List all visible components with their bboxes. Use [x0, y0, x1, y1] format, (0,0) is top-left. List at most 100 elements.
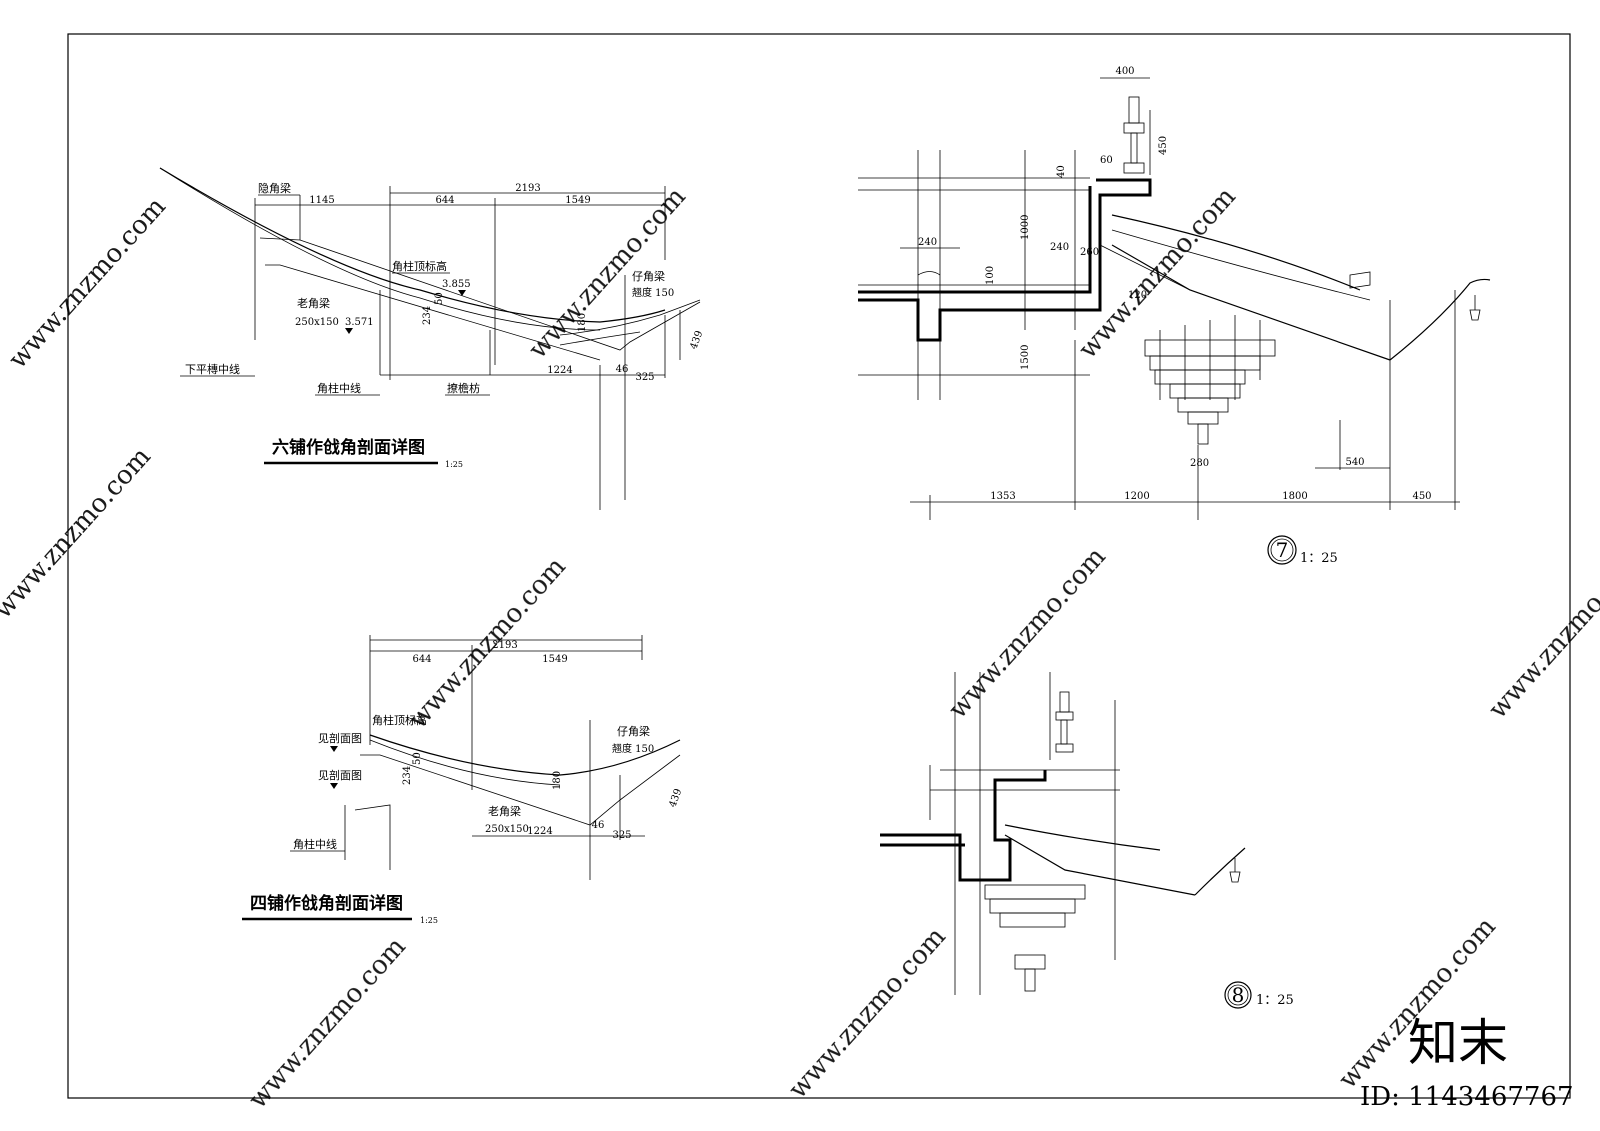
eave-upper [1004, 824, 1161, 851]
finial [1128, 96, 1140, 124]
label-old-corner-beam: 老角梁 [297, 296, 330, 310]
detail-bubble [1224, 981, 1252, 1009]
label-zi-corner-beam: 仔角梁 [632, 269, 665, 283]
dim-1224: 1224 [527, 826, 552, 837]
six-puzuo-title: 六铺作戗角剖面详图 [272, 437, 425, 458]
dim-1224: 1224 [547, 365, 572, 376]
finial-stem [1060, 719, 1068, 745]
dim-450v: 450 [1158, 136, 1169, 155]
four-puzuo-title: 四铺作戗角剖面详图 [250, 893, 403, 914]
label-lower-purlin-center: 下平槫中线 [185, 362, 240, 376]
detail-7: 400 450 60 40 [858, 66, 1491, 566]
dim-100: 100 [985, 266, 996, 285]
label-column-top-elev: 角柱顶标高 [392, 259, 447, 273]
elev-3855: 3.855 [442, 279, 471, 290]
dim-46: 46 [616, 364, 629, 375]
dim-325: 325 [612, 830, 631, 841]
dim-234: 234 [422, 306, 433, 325]
roof-curve [159, 167, 666, 323]
roof-curve [369, 734, 681, 776]
dim-46: 46 [592, 820, 605, 831]
hidden-beam [265, 264, 601, 361]
detail-8: 8 1：25 [880, 672, 1294, 1009]
dim-1549: 1549 [542, 654, 567, 665]
elev-marker [330, 783, 338, 789]
detail-8-number: 8 [1232, 983, 1245, 1007]
roof-curve-inner [159, 167, 601, 331]
watermark-text: www.znzmo.com [403, 552, 572, 735]
detail-bubble [1267, 535, 1297, 565]
roof-profile [858, 178, 1152, 342]
label-hidden-corner-beam: 隐角梁 [258, 181, 291, 195]
watermark-text: www.znzmo.com [1483, 542, 1600, 725]
watermark-text: www.znzmo.com [3, 192, 172, 375]
detail-bubble-inner [1270, 538, 1294, 562]
dim-260: 260 [1080, 247, 1099, 258]
label-old-corner-beam: 老角梁 [488, 804, 521, 818]
eave-tip [1194, 847, 1246, 896]
bracket-set [984, 884, 1086, 992]
dim-540: 540 [1345, 457, 1364, 468]
id-label: ID: 1143467767 [1360, 1082, 1574, 1112]
eave-upper-2 [1111, 229, 1371, 301]
eave-tip [1389, 278, 1491, 361]
bracket-arm [989, 898, 1076, 914]
dim-1549: 1549 [565, 195, 590, 206]
dim-240b: 240 [1050, 242, 1069, 253]
label-beam-size: 250x150 [295, 317, 339, 328]
bracket-block [1014, 954, 1046, 970]
column-cap [354, 804, 391, 870]
dim-1200: 1200 [1124, 491, 1149, 502]
four-puzuo-section: 644 2193 1549 1224 325 46 439 180 234 50… [242, 635, 684, 925]
elev-marker [458, 290, 466, 296]
tip-lower [559, 331, 641, 346]
beam [1099, 244, 1191, 291]
brand-watermark: 知末 [1408, 1014, 1508, 1072]
label-eave-tie: 撩檐枋 [447, 381, 480, 395]
bell [1229, 858, 1241, 883]
bracket-block [1177, 397, 1229, 413]
detail-7-number: 7 [1276, 538, 1289, 562]
dim-2193: 2193 [492, 640, 517, 651]
bracket-stem [1197, 423, 1209, 445]
finial-stem [1130, 132, 1138, 164]
bracket-base [1187, 411, 1219, 425]
bracket-arm [984, 884, 1086, 900]
label-see-section-2: 见剖面图 [318, 768, 362, 782]
label-zi-corner-beam: 仔角梁 [617, 724, 650, 738]
detail-8-scale: 1：25 [1256, 993, 1294, 1008]
six-puzuo-scale: 1:25 [445, 460, 463, 469]
watermark-text: www.znzmo.com [943, 542, 1112, 725]
dim-240a: 240 [918, 237, 937, 248]
dim-450: 450 [1412, 491, 1431, 502]
dim-1800: 1800 [1282, 491, 1307, 502]
dim-1353: 1353 [990, 491, 1015, 502]
roof-profile-inner [858, 186, 1092, 294]
finial-base [1055, 711, 1074, 721]
six-puzuo-section: 1145 644 2193 1549 1224 325 46 439 180 2… [159, 167, 705, 510]
bracket-arm [1169, 383, 1241, 399]
dim-644: 644 [435, 195, 454, 206]
dim-40: 40 [1056, 165, 1067, 178]
dim-400: 400 [1115, 66, 1134, 77]
finial-foot [1123, 162, 1145, 174]
roof-curve-inner [369, 739, 561, 786]
dim-439: 439 [688, 329, 705, 351]
bracket-arm [1154, 369, 1246, 385]
dim-280: 280 [1190, 458, 1209, 469]
dim-180: 180 [552, 771, 563, 790]
dim-1000: 1000 [1020, 215, 1031, 240]
dim-120: 120 [1128, 290, 1147, 301]
label-beam-size: 250x150 [485, 824, 529, 835]
dim-2193: 2193 [515, 183, 540, 194]
label-column-center: 角柱中线 [317, 381, 361, 395]
tip [559, 299, 701, 336]
eave-end [1349, 271, 1371, 289]
eave-lower [1004, 834, 1196, 896]
drawing-border [67, 33, 1571, 1099]
watermark-text: www.znzmo.com [243, 932, 412, 1115]
detail-bubble-inner [1227, 984, 1249, 1006]
eave-upper [1111, 214, 1361, 291]
elev-3571: 3.571 [345, 317, 374, 328]
elev-marker [330, 746, 338, 752]
